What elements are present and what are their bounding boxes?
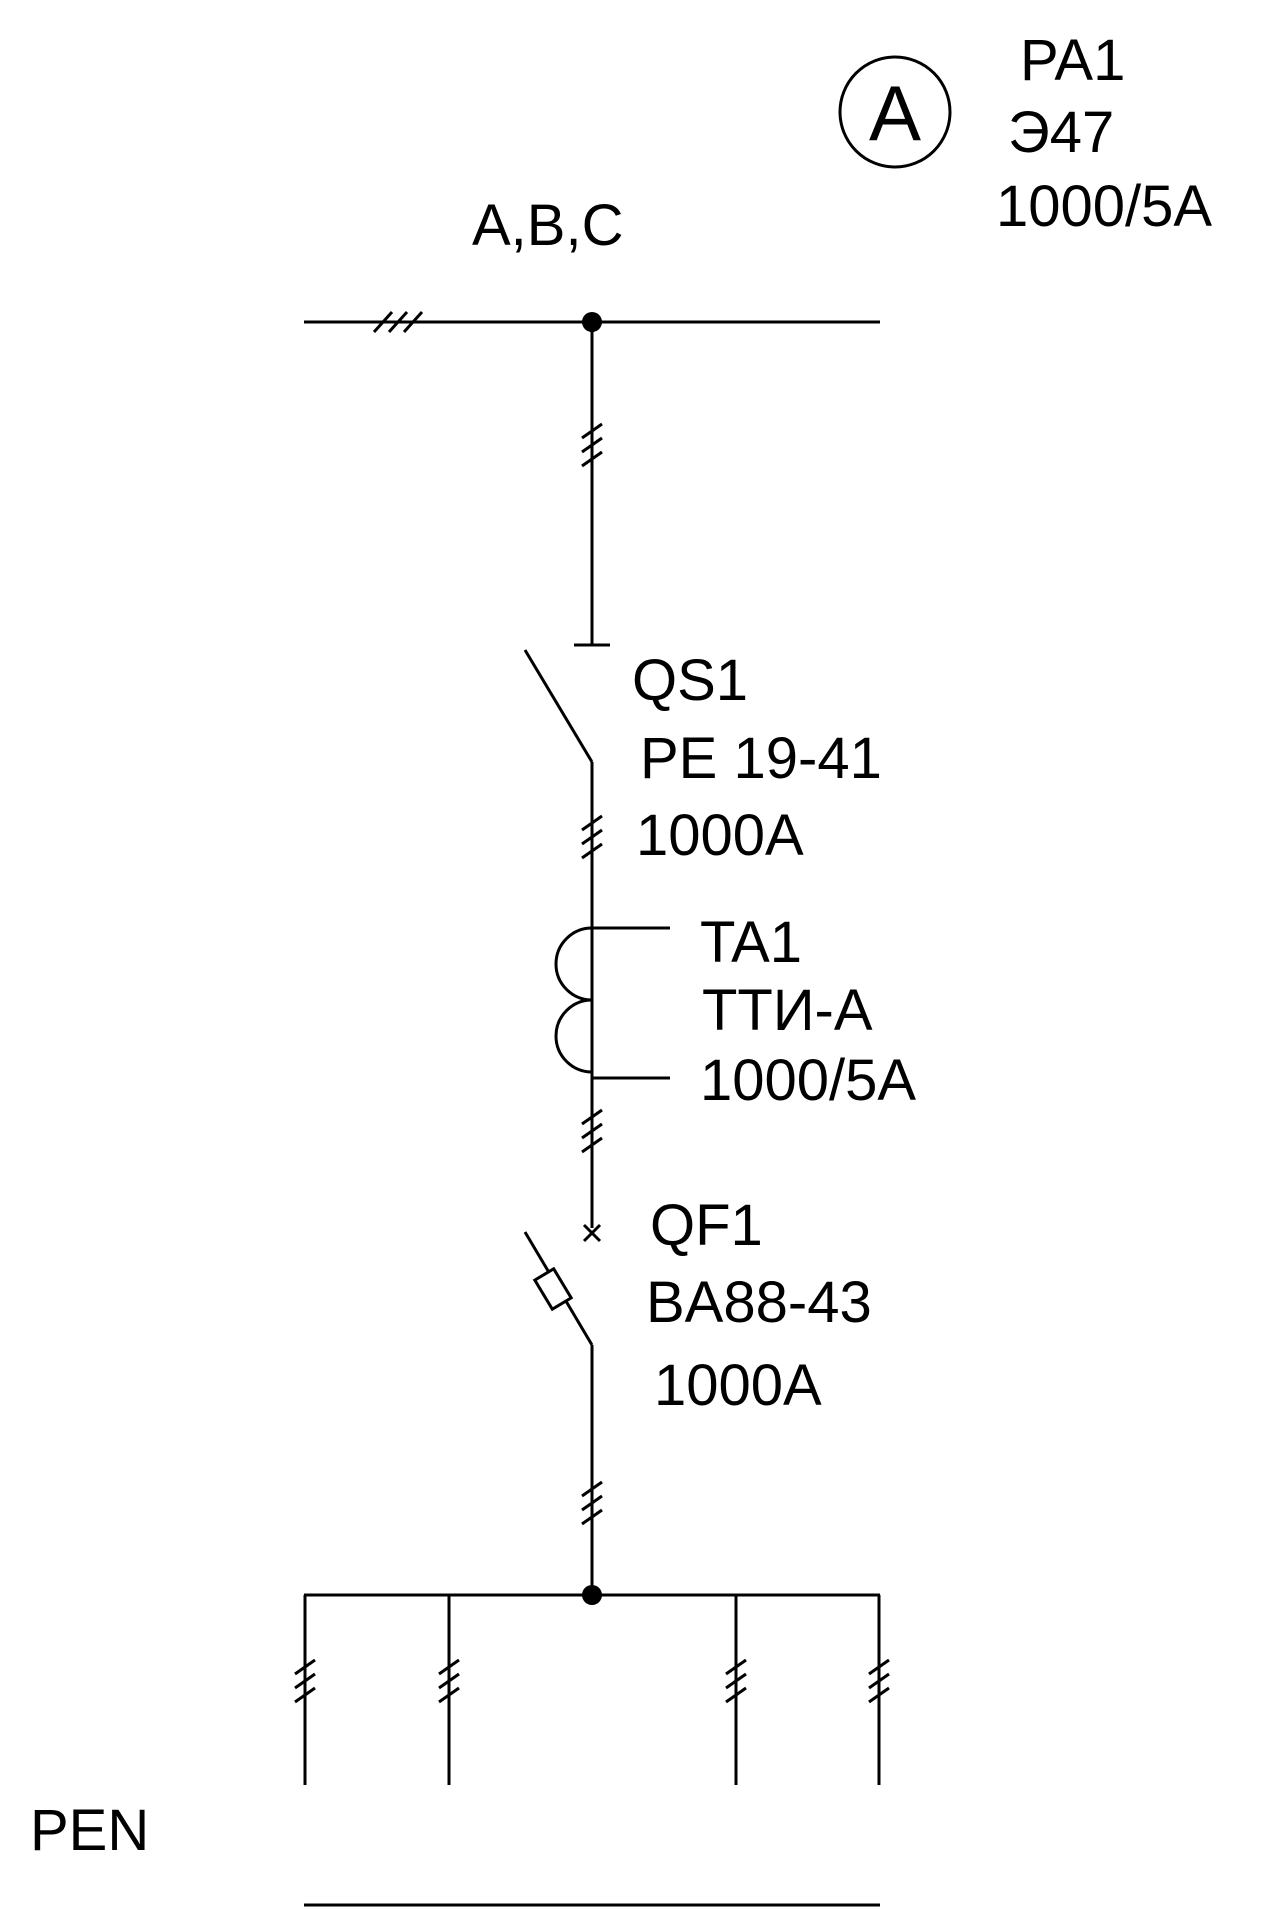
ammeter-symbol-letter: A xyxy=(869,69,921,157)
meter-rating: 1000/5A xyxy=(996,174,1212,239)
disconnector-designation: QS1 xyxy=(632,648,748,713)
disconnector-rating: 1000A xyxy=(636,803,804,868)
ct-model: ТТИ-А xyxy=(702,978,873,1043)
breaker-trip-unit xyxy=(532,1266,574,1312)
breaker-fixed-contact xyxy=(582,1223,602,1243)
outgoing-feeder-1 xyxy=(294,1595,316,1785)
phase-marks-1 xyxy=(581,422,603,468)
outgoing-feeder-4 xyxy=(868,1595,890,1785)
bus-phases-label: A,B,C xyxy=(472,193,624,258)
pen-label: PEN xyxy=(30,1798,149,1863)
phase-marks-3 xyxy=(581,1108,603,1154)
ct-designation: TA1 xyxy=(700,910,802,975)
disconnector-blade xyxy=(523,649,594,763)
outgoing-feeder-3 xyxy=(725,1595,747,1785)
ct-rating: 1000/5A xyxy=(700,1048,916,1113)
outgoing-feeder-2 xyxy=(438,1595,460,1785)
busbar-phase-marks xyxy=(372,310,424,334)
breaker-rating: 1000A xyxy=(654,1353,822,1418)
disconnector-model: PE 19-41 xyxy=(640,726,882,791)
phase-marks-2 xyxy=(581,814,603,860)
phase-marks-4 xyxy=(581,1480,603,1526)
breaker-model: BA88-43 xyxy=(646,1270,872,1335)
ammeter-icon xyxy=(838,55,952,169)
current-transformer-icon xyxy=(554,926,670,1080)
meter-model: Э47 xyxy=(1008,100,1114,165)
meter-designation: PA1 xyxy=(1020,28,1125,93)
breaker-designation: QF1 xyxy=(650,1193,763,1258)
bottom-junction-node xyxy=(582,1585,602,1605)
